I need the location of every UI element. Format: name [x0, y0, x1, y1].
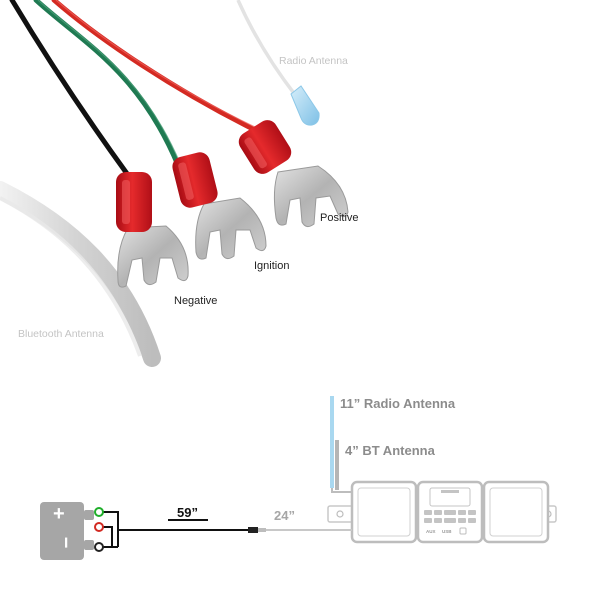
aux-button-label: AUX [426, 529, 436, 534]
positive-label: Positive [320, 212, 359, 224]
red-wire [51, 0, 258, 133]
negative-spade-terminal [116, 172, 189, 288]
right-speaker [482, 480, 550, 544]
radio-antenna-tip [290, 85, 320, 126]
battery-plus-symbol: + [53, 503, 65, 525]
red-lead [103, 526, 113, 548]
bluetooth-antenna-label: Bluetooth Antenna [18, 328, 104, 340]
radio-antenna-cable [236, 0, 298, 98]
radio-antenna-rod [330, 396, 334, 488]
green-wire [33, 0, 181, 168]
negative-label: Negative [174, 295, 218, 307]
battery [40, 502, 84, 560]
bluetooth-antenna-cable [0, 181, 161, 367]
ignition-spade-terminal [172, 152, 267, 260]
extension-cable-length: 24” [274, 508, 295, 523]
battery-minus-symbol: − [54, 536, 77, 549]
unit-keypad [424, 510, 476, 523]
bt-antenna-length-label: 4” BT Antenna [345, 443, 435, 458]
green-connector [94, 507, 104, 517]
red-connector [94, 522, 104, 532]
radio-antenna-length-label: 11” Radio Antenna [340, 396, 456, 411]
main-cable-length: 59” [177, 505, 198, 520]
unit-display [429, 487, 471, 507]
black-connector [94, 542, 104, 552]
black-wire [9, 0, 131, 178]
radio-antenna-label: Radio Antenna [279, 55, 348, 67]
green-lead [103, 511, 258, 531]
positive-spade-terminal [238, 120, 349, 228]
ignition-label: Ignition [254, 260, 290, 272]
bt-antenna-rod [335, 440, 339, 490]
usb-button-label: USB [442, 529, 452, 534]
harness-plug [248, 527, 258, 533]
left-speaker [350, 480, 418, 544]
aux-port [459, 527, 467, 535]
